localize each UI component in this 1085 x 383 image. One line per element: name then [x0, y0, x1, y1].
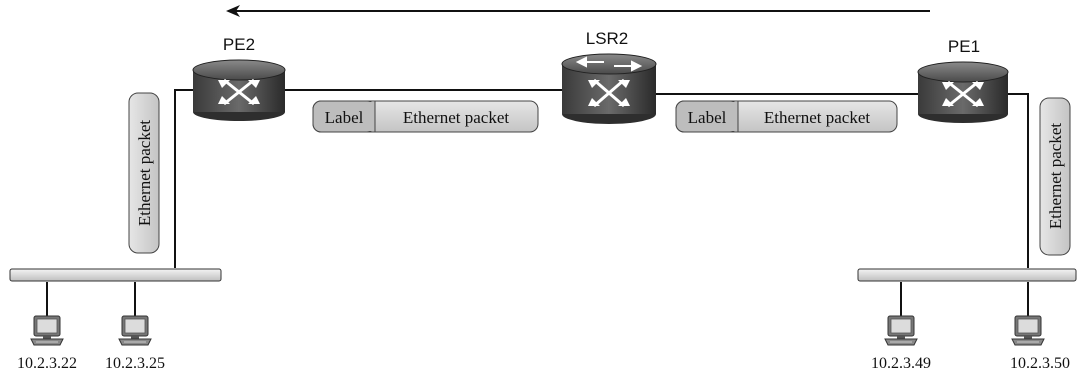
arrow-left-icon [226, 5, 930, 17]
ethernet-packet-vertical-left: Ethernet packet [128, 92, 160, 254]
network-links [46, 89, 1029, 318]
host-ip-label: 10.2.3.25 [105, 355, 165, 372]
host-ip-label: 10.2.3.22 [17, 355, 77, 372]
host-1: 10.2.3.22 [17, 315, 77, 372]
desktop-computer-icon [1011, 315, 1045, 346]
host-4: 10.2.3.50 [1010, 315, 1070, 372]
packet-label-field: Label [325, 108, 364, 127]
packet-label-field: Label [688, 108, 727, 127]
desktop-computer-icon [30, 315, 64, 346]
ethernet-packet-vertical-right: Ethernet packet [1039, 97, 1071, 256]
router-cylinder-icon [917, 61, 1009, 123]
host-ip-label: 10.2.3.49 [871, 355, 931, 372]
lan-segment-left [9, 268, 222, 282]
host-ip-label: 10.2.3.50 [1010, 355, 1070, 372]
link-pe1-lan [1008, 93, 1029, 268]
labeled-packet-left: Label Ethernet packet [312, 100, 539, 133]
vertical-packet-text: Ethernet packet [1046, 123, 1065, 229]
lsr-cylinder-icon [561, 53, 657, 124]
host-2: 10.2.3.25 [105, 315, 165, 372]
vertical-packet-text: Ethernet packet [135, 120, 154, 226]
desktop-computer-icon [884, 315, 918, 346]
host-3: 10.2.3.49 [871, 315, 931, 372]
link-pe2-lan [174, 89, 195, 268]
router-pe2: PE2 [192, 35, 286, 121]
packet-payload-field: Ethernet packet [764, 108, 870, 127]
packet-payload-field: Ethernet packet [403, 108, 509, 127]
lan-segment-right [857, 268, 1077, 282]
labeled-packet-right: Label Ethernet packet [675, 100, 898, 133]
desktop-computer-icon [118, 315, 152, 346]
router-lsr2: LSR2 [561, 29, 657, 124]
node-label-lsr2: LSR2 [586, 29, 629, 48]
router-cylinder-icon [192, 59, 286, 121]
node-label-pe1: PE1 [948, 37, 980, 56]
router-pe1: PE1 [917, 37, 1009, 123]
node-label-pe2: PE2 [223, 35, 255, 54]
